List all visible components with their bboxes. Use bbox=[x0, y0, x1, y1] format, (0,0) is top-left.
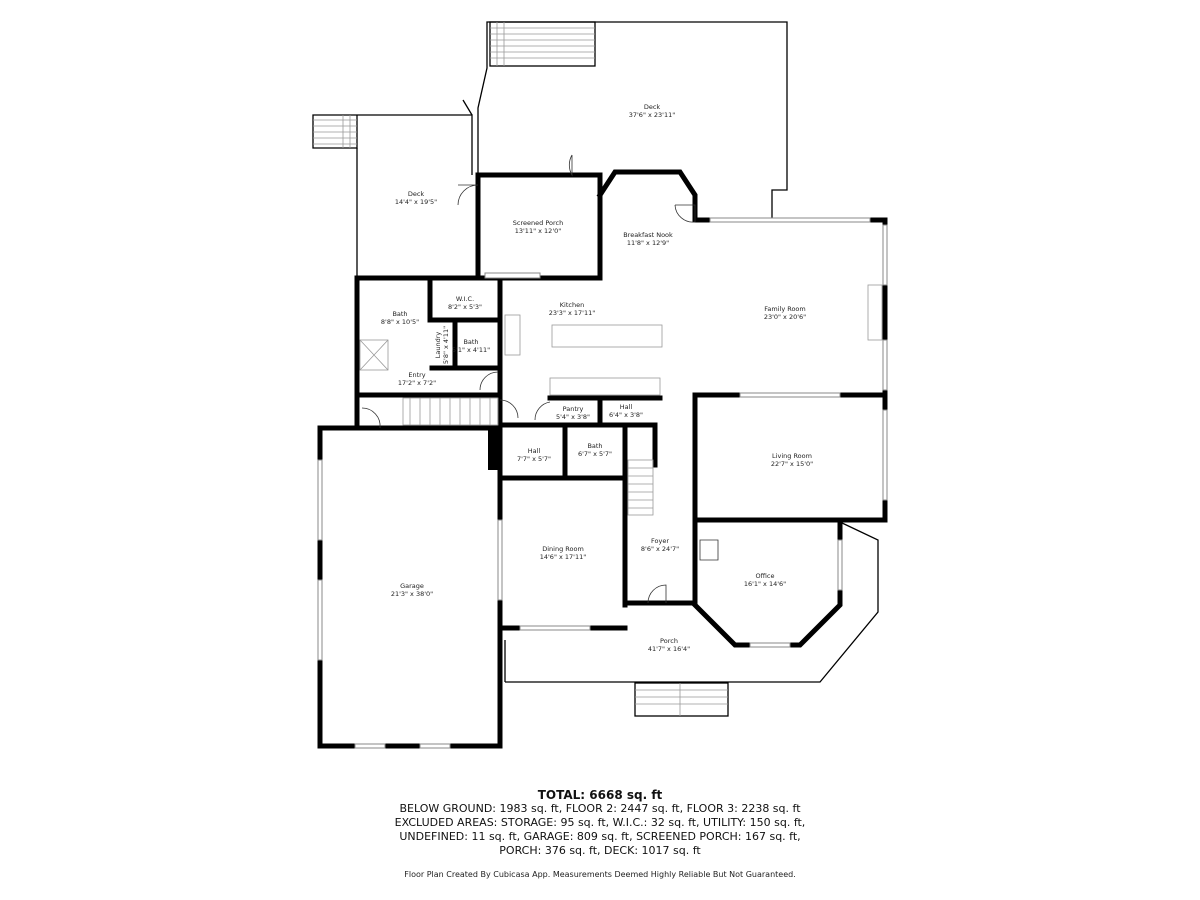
svg-text:5'1" x 4'11": 5'1" x 4'11" bbox=[452, 346, 490, 354]
svg-text:Screened Porch: Screened Porch bbox=[513, 219, 563, 227]
svg-text:Dining Room: Dining Room bbox=[542, 545, 584, 553]
summary-line: EXCLUDED AREAS: STORAGE: 95 sq. ft, W.I.… bbox=[394, 816, 806, 829]
svg-text:Garage: Garage bbox=[400, 582, 424, 590]
credit-note: Floor Plan Created By Cubicasa App. Meas… bbox=[404, 870, 796, 879]
svg-text:11'8" x 12'9": 11'8" x 12'9" bbox=[627, 239, 669, 247]
svg-text:Deck: Deck bbox=[408, 190, 425, 198]
svg-text:8'2" x 5'3": 8'2" x 5'3" bbox=[448, 303, 482, 311]
svg-text:Hall: Hall bbox=[528, 447, 541, 455]
svg-text:Bath: Bath bbox=[587, 442, 602, 450]
svg-text:14'6" x 17'11": 14'6" x 17'11" bbox=[540, 553, 586, 561]
svg-text:5'4" x 3'8": 5'4" x 3'8" bbox=[556, 413, 590, 421]
svg-text:Foyer: Foyer bbox=[651, 537, 669, 545]
doors bbox=[361, 154, 719, 604]
range bbox=[504, 314, 521, 356]
svg-text:23'0" x 20'6": 23'0" x 20'6" bbox=[764, 313, 806, 321]
porch-outline bbox=[504, 521, 879, 717]
svg-text:16'1" x 14'6": 16'1" x 14'6" bbox=[744, 580, 786, 588]
svg-text:Office: Office bbox=[756, 572, 775, 580]
svg-text:8'8" x 10'5": 8'8" x 10'5" bbox=[381, 318, 419, 326]
svg-text:5'8" x 4'11": 5'8" x 4'11" bbox=[442, 326, 450, 364]
svg-text:Entry: Entry bbox=[408, 371, 425, 379]
svg-text:Family Room: Family Room bbox=[764, 305, 806, 313]
total-area: TOTAL: 6668 sq. ft bbox=[537, 788, 663, 802]
shower bbox=[359, 339, 389, 371]
room-label-wic: W.I.C.8'2" x 5'3" bbox=[448, 295, 482, 311]
stairs-foyer bbox=[627, 459, 654, 516]
svg-text:Laundry: Laundry bbox=[434, 332, 442, 359]
svg-text:7'7" x 5'7": 7'7" x 5'7" bbox=[517, 455, 551, 463]
svg-text:Breakfast Nook: Breakfast Nook bbox=[623, 231, 673, 239]
svg-text:22'7" x 15'0": 22'7" x 15'0" bbox=[771, 460, 813, 468]
svg-text:Living Room: Living Room bbox=[772, 452, 812, 460]
svg-text:Porch: Porch bbox=[660, 637, 678, 645]
summary-line: BELOW GROUND: 1983 sq. ft, FLOOR 2: 2447… bbox=[399, 802, 801, 815]
summary-line: UNDEFINED: 11 sq. ft, GARAGE: 809 sq. ft… bbox=[399, 830, 801, 843]
svg-text:21'3" x 38'0": 21'3" x 38'0" bbox=[391, 590, 433, 598]
stairs-entry bbox=[402, 397, 499, 426]
svg-text:6'4" x 3'8": 6'4" x 3'8" bbox=[609, 411, 643, 419]
svg-text:8'6" x 24'7": 8'6" x 24'7" bbox=[641, 545, 679, 553]
fireplace bbox=[867, 284, 883, 341]
svg-text:Bath: Bath bbox=[463, 338, 478, 346]
deck-stairs-left bbox=[313, 115, 357, 148]
svg-text:17'2" x 7'2": 17'2" x 7'2" bbox=[398, 379, 436, 387]
svg-text:Pantry: Pantry bbox=[563, 405, 584, 413]
svg-text:37'6" x 23'11": 37'6" x 23'11" bbox=[629, 111, 675, 119]
svg-text:Deck: Deck bbox=[644, 103, 661, 111]
deck-outlines bbox=[312, 21, 788, 278]
svg-text:14'4" x 19'5": 14'4" x 19'5" bbox=[395, 198, 437, 206]
svg-text:13'11" x 12'0": 13'11" x 12'0" bbox=[515, 227, 561, 235]
summary-line: PORCH: 376 sq. ft, DECK: 1017 sq. ft bbox=[499, 844, 701, 857]
deck-stairs-top bbox=[489, 21, 596, 67]
windows bbox=[317, 217, 888, 749]
kitchen-counter bbox=[549, 377, 661, 396]
kitchen-island bbox=[551, 324, 663, 348]
area-summary: TOTAL: 6668 sq. ft BELOW GROUND: 1983 sq… bbox=[0, 788, 1200, 858]
svg-text:Bath: Bath bbox=[392, 310, 407, 318]
svg-text:6'7" x 5'7": 6'7" x 5'7" bbox=[578, 450, 612, 458]
svg-text:W.I.C.: W.I.C. bbox=[456, 295, 474, 303]
fixtures bbox=[359, 284, 883, 516]
svg-text:41'7" x 16'4": 41'7" x 16'4" bbox=[648, 645, 690, 653]
svg-text:23'3" x 17'11": 23'3" x 17'11" bbox=[549, 309, 595, 317]
svg-text:Kitchen: Kitchen bbox=[560, 301, 584, 309]
svg-text:Hall: Hall bbox=[620, 403, 633, 411]
